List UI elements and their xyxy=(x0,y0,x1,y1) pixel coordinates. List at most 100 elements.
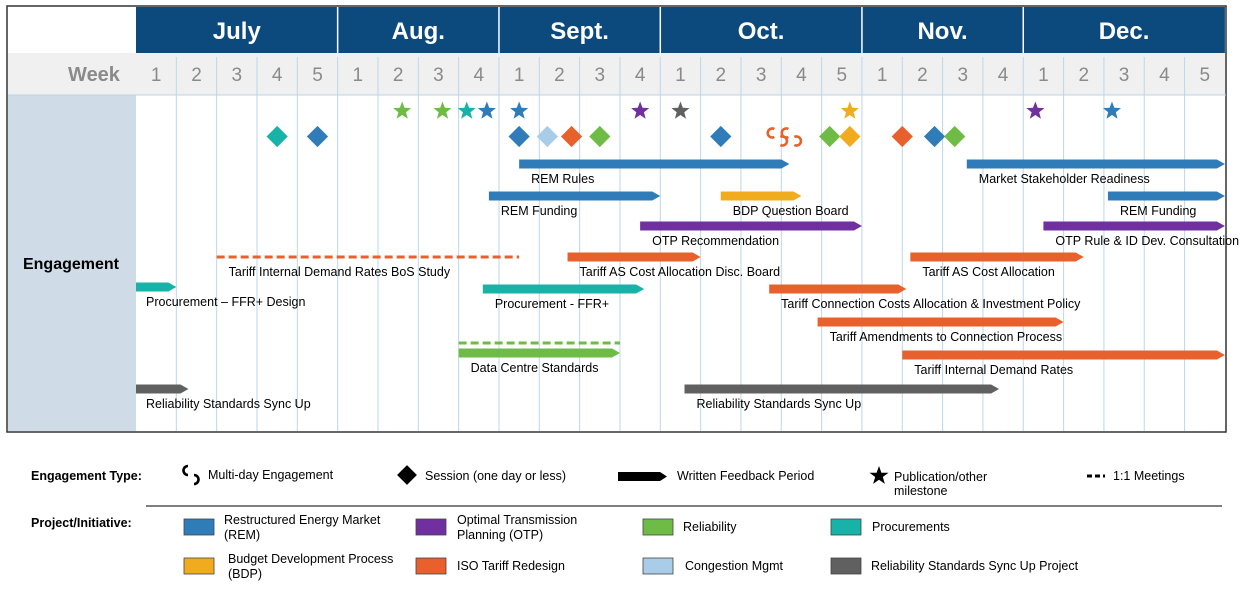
week-number: 1 xyxy=(675,65,686,86)
bar-label: REM Funding xyxy=(501,204,577,218)
legend-engagement-type-heading: Engagement Type: xyxy=(31,469,142,483)
bar-label: Procurement – FFR+ Design xyxy=(146,295,305,309)
feedback-bar xyxy=(817,317,1064,327)
feedback-bar xyxy=(136,282,177,292)
week-number: 2 xyxy=(1078,65,1089,86)
legend-swatch-bdp xyxy=(183,557,215,575)
legend-rem-label-2: (REM) xyxy=(224,528,260,542)
bar-label: Reliability Standards Sync Up xyxy=(696,397,861,411)
session-diamond xyxy=(589,125,611,148)
legend-swatch-reliability-sync xyxy=(830,557,862,575)
month-label: Sept. xyxy=(550,18,609,45)
bar-label: OTP Recommendation xyxy=(652,234,779,248)
session-diamond xyxy=(891,125,913,148)
feedback-bar xyxy=(458,348,620,358)
bar-label: Tariff Internal Demand Rates xyxy=(914,363,1073,377)
month-cell-4 xyxy=(861,7,1024,53)
month-cell-5 xyxy=(1023,7,1225,53)
feedback-bar xyxy=(567,252,701,262)
bar-label: Data Centre Standards xyxy=(471,361,599,375)
week-number: 4 xyxy=(635,65,646,86)
legend-bdp-label-2: (BDP) xyxy=(228,567,262,581)
legend: Engagement Type: Multi-day Engagement Se… xyxy=(31,464,1222,581)
feedback-bar xyxy=(910,252,1084,262)
legend-feedback-label: Written Feedback Period xyxy=(677,469,814,483)
week-number: 3 xyxy=(1119,65,1130,86)
legend-bdp-label-1: Budget Development Process xyxy=(228,552,393,566)
week-number: 2 xyxy=(393,65,404,86)
bar-label: Market Stakeholder Readiness xyxy=(979,172,1150,186)
engagement-row-label: Engagement xyxy=(23,256,120,273)
bar-label: Reliability Standards Sync Up xyxy=(146,397,311,411)
legend-swatch-procurements xyxy=(830,518,862,536)
feedback-bar xyxy=(902,350,1225,360)
feedback-bar xyxy=(640,221,862,231)
month-cell-0 xyxy=(136,7,338,53)
week-number: 3 xyxy=(595,65,606,86)
publication-star xyxy=(840,101,859,119)
legend-tariff-label: ISO Tariff Redesign xyxy=(457,559,565,573)
week-header-label: Week xyxy=(68,64,121,86)
feedback-bar xyxy=(720,191,802,201)
feedback-bar xyxy=(488,191,661,201)
legend-arrow-bar-icon xyxy=(618,472,667,481)
week-number: 4 xyxy=(1159,65,1170,86)
publication-star xyxy=(1103,101,1121,119)
bar-label: REM Funding xyxy=(1120,204,1196,218)
publication-star xyxy=(631,101,650,119)
legend-diamond-icon xyxy=(397,465,417,485)
feedback-bar xyxy=(769,284,907,294)
milestone-markers xyxy=(266,101,1121,148)
week-number: 3 xyxy=(756,65,767,86)
publication-star xyxy=(1026,101,1045,119)
left-panel xyxy=(8,95,136,431)
week-number: 4 xyxy=(474,65,485,86)
session-diamond xyxy=(536,125,558,148)
week-number: 1 xyxy=(353,65,364,86)
session-diamond xyxy=(839,125,861,148)
legend-swatch-reliability xyxy=(642,518,674,536)
legend-multiday-icon xyxy=(182,464,200,486)
session-diamond xyxy=(710,125,732,148)
month-cell-3 xyxy=(660,7,862,53)
legend-reliability-label: Reliability xyxy=(683,520,737,534)
week-number: 2 xyxy=(554,65,565,86)
legend-publication-label-1: Publication/other xyxy=(894,470,987,484)
week-number: 4 xyxy=(998,65,1009,86)
session-diamond xyxy=(944,125,966,148)
bar-label: OTP Rule & ID Dev. Consultation xyxy=(1055,234,1239,248)
session-diamond xyxy=(560,125,583,148)
feedback-bar xyxy=(966,159,1225,169)
week-number: 3 xyxy=(433,65,444,86)
month-label: Nov. xyxy=(917,18,967,45)
feedback-bar xyxy=(519,159,790,169)
week-number: 1 xyxy=(1038,65,1049,86)
bar-label: REM Rules xyxy=(531,172,594,186)
publication-star xyxy=(457,101,476,119)
publication-star xyxy=(393,101,412,119)
bar-label: Tariff AS Cost Allocation xyxy=(922,265,1055,279)
session-diamond xyxy=(508,125,530,148)
legend-congestion-label: Congestion Mgmt xyxy=(685,559,783,573)
month-label: Oct. xyxy=(738,18,785,45)
legend-otp-label-2: Planning (OTP) xyxy=(457,528,543,542)
legend-multiday-label: Multi-day Engagement xyxy=(208,468,334,482)
month-label: Aug. xyxy=(392,18,445,45)
session-diamond xyxy=(923,125,946,148)
week-number: 1 xyxy=(877,65,888,86)
week-gridlines xyxy=(175,57,1186,431)
multiday-engagement-icon xyxy=(766,127,803,147)
week-number: 2 xyxy=(191,65,202,86)
legend-rem-label-1: Restructured Energy Market xyxy=(224,513,381,527)
feedback-bar xyxy=(482,284,645,294)
week-label-band xyxy=(8,53,136,95)
legend-otp-label-1: Optimal Transmission xyxy=(457,513,577,527)
publication-star xyxy=(477,101,496,119)
month-label: July xyxy=(213,18,262,45)
legend-publication-label-2: milestone xyxy=(894,484,948,498)
session-diamond xyxy=(819,125,841,148)
